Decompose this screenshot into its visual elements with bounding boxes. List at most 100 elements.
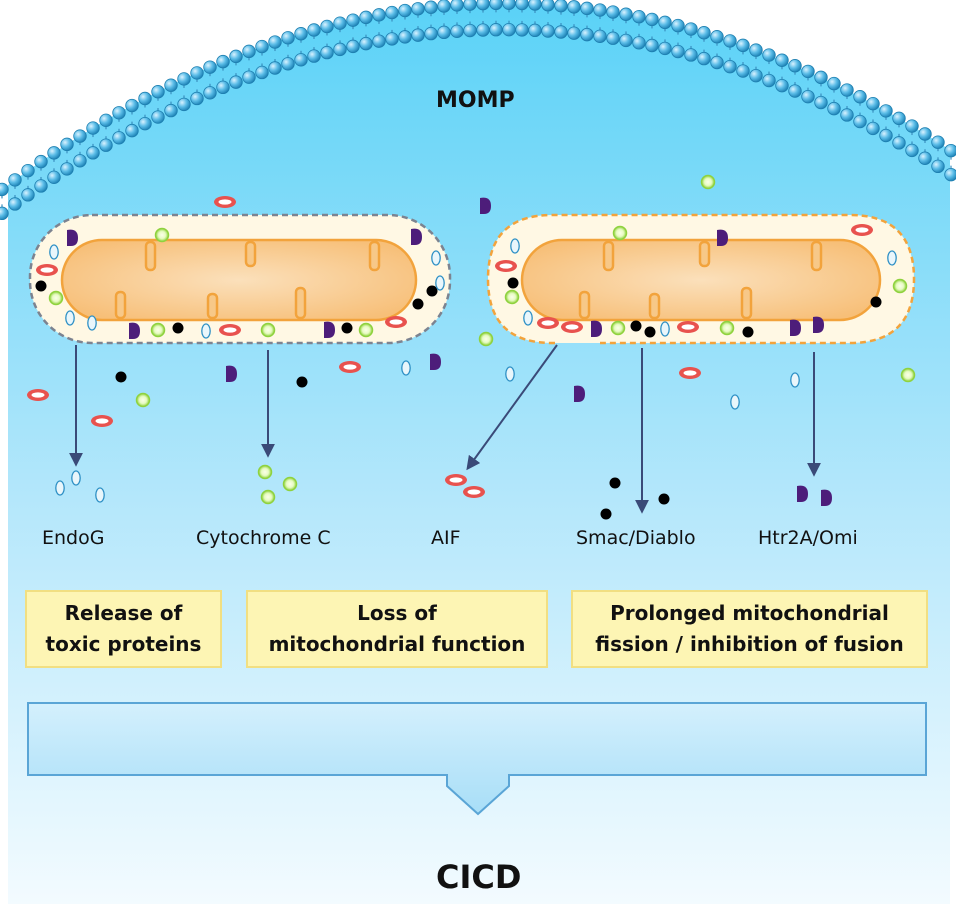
lipid-bead	[450, 0, 464, 12]
lipid-bead	[385, 32, 399, 46]
lipid-bead	[671, 18, 685, 33]
mitochondrion-left	[28, 213, 452, 345]
lipid-bead	[99, 113, 113, 128]
momp-label: MOMP	[436, 88, 515, 113]
cytochrome-c-molecule	[700, 174, 716, 190]
lipid-bead	[502, 0, 516, 10]
lipid-bead	[814, 95, 828, 110]
smac-molecule	[600, 508, 612, 520]
lipid-bead	[801, 64, 815, 79]
lipid-bead	[112, 131, 126, 145]
arrow-aif	[466, 344, 558, 471]
lipid-bead	[905, 143, 919, 158]
omi-molecule	[129, 322, 140, 339]
lipid-bead	[502, 22, 516, 37]
lipid-bead	[242, 70, 256, 84]
lipid-bead	[320, 19, 334, 34]
lipid-bead	[60, 162, 74, 176]
omi-molecule	[790, 319, 801, 336]
lipid-bead	[255, 65, 269, 80]
cytochrome-c-molecule	[260, 322, 276, 338]
lipid-bead	[658, 15, 672, 30]
smac-molecule	[658, 493, 670, 505]
lipid-bead	[853, 114, 867, 129]
lipid-bead	[775, 78, 789, 93]
lipid-bead	[203, 86, 217, 100]
lipid-bead	[645, 12, 659, 27]
lipid-bead	[671, 44, 685, 59]
lipid-bead	[632, 36, 646, 50]
released-proteins	[27, 174, 916, 520]
endog-molecule	[523, 310, 533, 326]
lipid-bead	[554, 0, 568, 13]
lipid-bead	[190, 66, 204, 80]
lipid-bead	[86, 146, 100, 160]
lipid-bead	[359, 10, 373, 25]
label-cytochrome-c: Cytochrome C	[196, 527, 331, 549]
lipid-bead	[177, 97, 191, 112]
lipid-bead	[931, 135, 945, 149]
endog-molecule	[887, 250, 897, 266]
outcome-box-fission-fusion: Prolonged mitochondrial fission / inhibi…	[571, 590, 928, 668]
lipid-bead	[242, 44, 256, 59]
endog-molecule	[510, 238, 520, 254]
lipid-bead	[281, 31, 295, 45]
cytochrome-c-molecule	[150, 322, 166, 338]
lipid-bead	[8, 173, 22, 187]
lipid-bead	[476, 23, 490, 37]
lipid-bead	[749, 68, 763, 83]
lipid-bead	[450, 24, 464, 39]
lipid-bead	[723, 59, 737, 74]
cytochrome-c-molecule	[358, 322, 374, 338]
lipid-bead	[489, 0, 503, 11]
label-aif: AIF	[431, 527, 461, 549]
omi-molecule	[226, 365, 237, 382]
omi-molecule	[480, 197, 491, 214]
result-label-cicd: CICD	[436, 858, 522, 896]
lipid-bead	[788, 59, 802, 73]
lipid-bead	[944, 167, 956, 182]
cytochrome-c-molecule	[719, 320, 735, 336]
lipid-bead	[151, 85, 165, 99]
lipid-bead	[177, 72, 191, 86]
endog-molecule	[505, 366, 515, 382]
lipid-bead	[203, 60, 217, 74]
outcome-text: Loss of mitochondrial function	[268, 601, 526, 656]
lipid-bead	[411, 28, 425, 42]
lipid-bead	[632, 10, 646, 24]
lipid-bead	[515, 0, 529, 11]
lipid-bead	[918, 151, 932, 165]
lipid-bead	[437, 0, 451, 13]
lipid-bead	[125, 98, 139, 113]
lipid-bead	[866, 121, 880, 136]
smac-molecule	[296, 376, 308, 388]
lipid-bead	[86, 121, 100, 135]
lipid-bead	[788, 84, 802, 98]
lipid-bead	[515, 23, 529, 37]
lipid-bead	[528, 0, 542, 11]
release-arrows	[69, 344, 821, 514]
endog-molecule	[65, 310, 75, 326]
omi-molecule	[67, 229, 78, 246]
cytochrome-c-molecule	[260, 489, 276, 505]
lipid-bead	[229, 75, 243, 89]
lipid-bead	[164, 103, 178, 118]
smac-molecule	[630, 320, 642, 332]
cytochrome-c-molecule	[257, 464, 273, 480]
smac-molecule	[412, 298, 424, 310]
omi-molecule	[591, 320, 602, 337]
lipid-bead	[424, 0, 438, 14]
lipid-bead	[840, 108, 854, 122]
lipid-bead	[424, 26, 438, 41]
cytochrome-c-molecule	[135, 392, 151, 408]
smac-molecule	[115, 371, 127, 383]
mitochondrion-right	[486, 213, 916, 345]
lipid-bead	[606, 31, 620, 45]
lipid-bead	[892, 111, 906, 126]
cytochrome-c-molecule	[504, 289, 520, 305]
lipid-bead	[476, 0, 490, 11]
lipid-bead	[112, 106, 126, 120]
lipid-bead	[47, 146, 61, 160]
cristae	[114, 240, 381, 320]
cytochrome-c-molecule	[610, 320, 626, 336]
